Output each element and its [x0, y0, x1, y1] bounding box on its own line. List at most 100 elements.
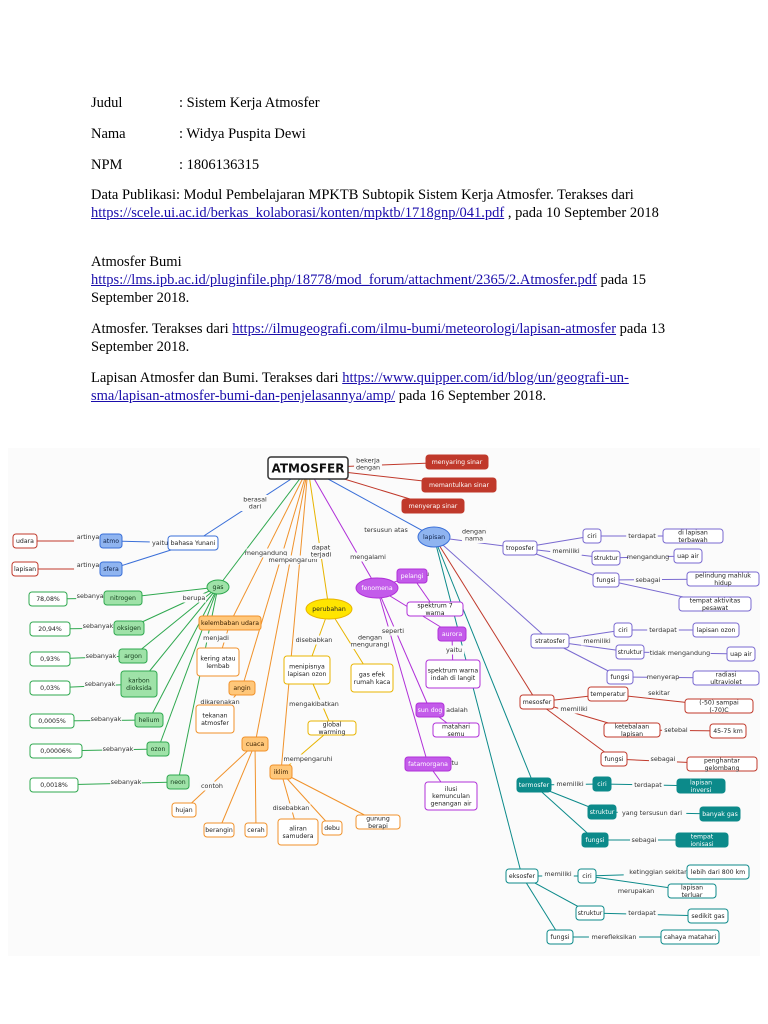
link-label-bg	[271, 803, 311, 813]
node-label: sun dog	[418, 707, 443, 714]
node-label: neon	[170, 779, 186, 786]
node-label: debu	[324, 825, 340, 832]
link-label-bg	[102, 744, 134, 754]
node-gas: gas	[206, 579, 230, 595]
connector-gas-helium	[148, 586, 219, 721]
reference-2-date: pada 15 September 2018.	[91, 272, 646, 306]
reference-1-date: , pada 10 September 2018	[504, 205, 659, 221]
reference-2: Atmosfer Bumi https://lms.ipb.ac.id/plug…	[91, 253, 681, 307]
connector-mesosfer-fungsi_m	[536, 701, 615, 760]
reference-1-link[interactable]: https://scele.ui.ac.id/berkas_kolaborasi…	[91, 205, 505, 221]
link-label-bg	[649, 754, 677, 764]
link-label-bg	[74, 532, 102, 542]
node-label: pelangi	[401, 573, 424, 580]
link-label: adalah	[446, 706, 468, 714]
node-label: 0,0018%	[40, 782, 68, 789]
link-label-bg	[444, 705, 470, 715]
link-label-bg	[76, 591, 108, 601]
node-label: iklim	[274, 769, 289, 776]
node-ciri_e: ciri	[577, 868, 597, 884]
link-label-bg	[626, 908, 658, 918]
link-label: sekitar	[648, 689, 670, 697]
node-label: udara	[16, 538, 34, 545]
link-label-bg	[634, 575, 662, 585]
node-label: stratosfer	[535, 638, 565, 645]
node-ciri_t: ciri	[582, 528, 602, 544]
node-label: troposfer	[506, 545, 535, 552]
node-label: sedikit gas	[691, 913, 724, 920]
node-label: 20,94%	[38, 626, 62, 633]
link-label-bg	[110, 777, 142, 787]
link-label: terdapat	[628, 532, 656, 540]
node-label: lapisan	[14, 566, 36, 573]
node-sedikitgas: sedikit gas	[687, 908, 729, 924]
link-label-bg	[241, 495, 269, 511]
link-label: merupakan	[618, 887, 654, 895]
reference-3-text: Atmosfer. Terakses dari	[91, 321, 233, 337]
node-stratosfer: stratosfer	[530, 633, 570, 649]
node-lapisan_r: lapisan	[11, 561, 39, 577]
node-label: uap air	[730, 651, 752, 658]
link-label: mengandung	[627, 553, 669, 561]
reference-2-text: Atmosfer Bumi	[91, 254, 182, 270]
node-argon: argon	[118, 648, 148, 664]
link-label-bg	[626, 531, 658, 541]
title-line: Judul: Sistem Kerja Atmosfer	[91, 94, 320, 112]
link-label: memiliki	[583, 637, 610, 645]
node-p0018: 0,0018%	[29, 777, 79, 793]
node-termosfer: termosfer	[516, 777, 552, 793]
connector-atmosfer-iklim	[278, 467, 309, 773]
node-label: menyerap sinar	[409, 503, 458, 510]
node-suhu: (-50) sampai(-70)C	[684, 698, 754, 714]
node-cerah: cerah	[244, 822, 268, 838]
link-label: mempengaruhi	[269, 556, 318, 564]
node-label: fenomena	[361, 585, 392, 592]
link-label: merefleksikan	[592, 933, 637, 941]
node-angin: angin	[228, 680, 256, 696]
link-label-bg	[588, 932, 640, 942]
connector-gas-ozon_g	[157, 586, 219, 750]
node-struktur_e: struktur	[575, 905, 605, 921]
link-label: menyerap	[647, 673, 680, 681]
node-label: lapisan	[423, 534, 445, 541]
node-lebih800: lebih dari 800 km	[686, 864, 750, 880]
node-menyaring: menyaring sinar	[425, 454, 489, 470]
link-label-bg	[269, 555, 317, 565]
connector-lapisan-termosfer	[433, 536, 535, 786]
reference-3: Atmosfer. Terakses dari https://ilmugeog…	[91, 320, 681, 356]
link-label-bg	[647, 625, 679, 635]
node-label: fungsi	[605, 756, 624, 763]
reference-3-date: pada 13 September 2018.	[91, 321, 666, 355]
node-cuaca: cuaca	[241, 736, 269, 752]
node-udara: udara	[12, 533, 38, 549]
link-label: ketinggian sekitar	[629, 868, 687, 876]
node-label: uap air	[677, 553, 699, 560]
link-label-bg	[443, 645, 465, 655]
connector-atmosfer-kelembaban	[229, 467, 309, 624]
connector-atmosfer-angin	[240, 467, 309, 689]
node-label: fungsi	[597, 577, 616, 584]
reference-3-link[interactable]: https://ilmugeografi.com/ilmu-bumi/meteo…	[232, 321, 617, 337]
reference-4-link[interactable]: https://www.quipper.com/id/blog/un/geogr…	[91, 370, 629, 404]
connector-cuaca-cerah	[253, 743, 259, 831]
node-nitrogen: nitrogen	[103, 590, 143, 606]
node-label: ATMOSFER	[272, 461, 345, 475]
reference-2-link[interactable]: https://lms.ipb.ac.id/pluginfile.php/187…	[91, 272, 597, 288]
node-label: argon	[124, 653, 142, 660]
link-label-bg	[350, 552, 386, 562]
link-label-bg	[294, 635, 334, 645]
link-label: sebagai	[636, 576, 661, 584]
node-iklim: iklim	[269, 764, 293, 780]
link-label: berupa	[183, 594, 206, 602]
node-temperatur: temperatur	[587, 686, 629, 702]
